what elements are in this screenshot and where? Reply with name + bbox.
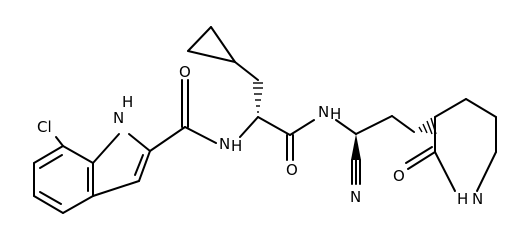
atom-cl: Cl — [37, 118, 52, 136]
atom-amide1-h: H — [231, 137, 242, 155]
atom-amide2-o: O — [286, 161, 298, 179]
indole-pyrrole-ring — [92, 133, 151, 197]
atom-labels: Cl H N O N H O N H N O N H — [37, 63, 483, 208]
atom-lactam-h: H — [457, 190, 468, 208]
amide-2-bonds — [286, 119, 357, 161]
atom-indole-h: H — [122, 93, 133, 111]
amide-1-bonds — [149, 79, 217, 152]
atom-amide1-n: N — [219, 135, 230, 153]
atom-indole-n: N — [113, 109, 124, 127]
atom-amide2-n: N — [318, 103, 329, 121]
piperidinone-ring — [405, 98, 497, 192]
atom-amide2-h: H — [330, 105, 341, 123]
alpha-carbon-1 — [239, 82, 291, 138]
cyclopropyl-ring — [187, 26, 236, 63]
atom-lactam-n: N — [472, 190, 483, 208]
atom-lactam-o: O — [393, 167, 405, 185]
indole-benzene-ring — [33, 145, 94, 214]
atom-amide1-o: O — [179, 63, 191, 81]
atom-nitrile-n: N — [350, 188, 361, 206]
bond-c7-cl — [55, 136, 64, 147]
bond-ch2-cyclopropyl — [234, 61, 259, 81]
